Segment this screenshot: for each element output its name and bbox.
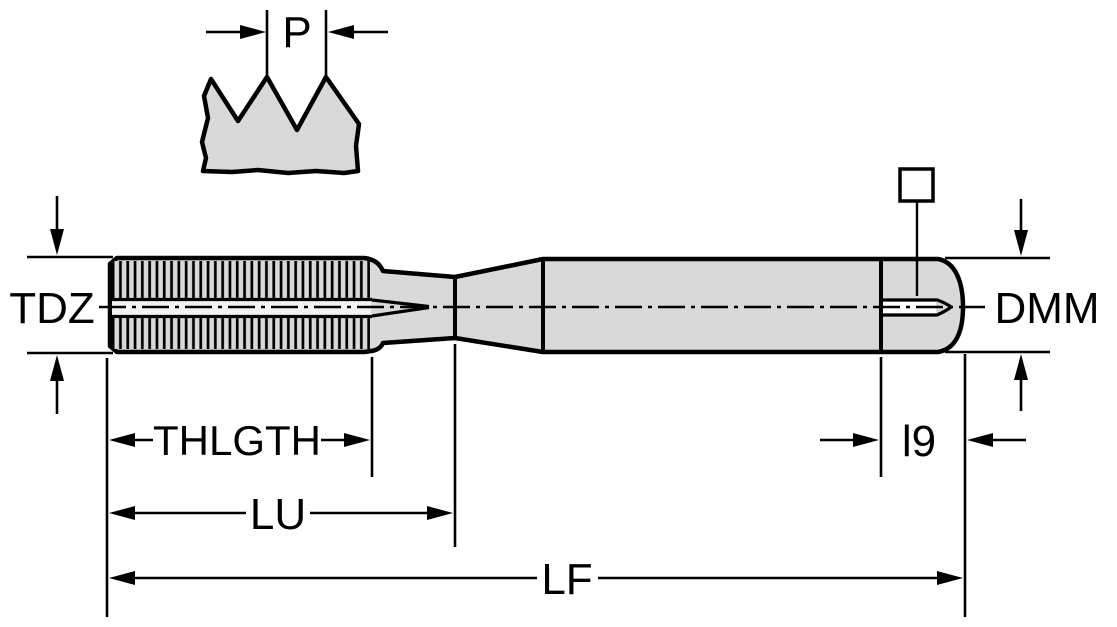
dim-lu: LU: [109, 490, 453, 539]
lf-arrowhead-right: [937, 571, 963, 585]
lf-arrowhead-left: [109, 571, 135, 585]
dim-dmm: DMM: [945, 199, 1100, 411]
tdz-arrowhead-bottom: [50, 355, 64, 381]
lu-label: LU: [250, 490, 306, 539]
square-drive-symbol: [898, 167, 935, 296]
pitch-arrowhead-left: [240, 25, 266, 39]
thread-hatch-upper: [112, 261, 370, 299]
lu-arrowhead-right: [427, 506, 453, 520]
pitch-label: P: [282, 8, 311, 57]
tdz-label: TDZ: [9, 284, 95, 333]
l9-arrowhead-right: [967, 433, 993, 447]
pitch-arrowhead-right: [328, 25, 354, 39]
dim-thlgth: THLGTH: [109, 417, 370, 464]
lf-label: LF: [541, 555, 592, 604]
thread-hatch-lower: [112, 317, 370, 349]
thlgth-arrowhead-left: [109, 433, 135, 447]
dim-l9: l9: [820, 417, 1026, 466]
extension-lines: [105, 344, 967, 617]
flute-runout-tip: [371, 298, 430, 318]
l9-arrowhead-left: [853, 433, 879, 447]
lu-arrowhead-left: [109, 506, 135, 520]
thlgth-label: THLGTH: [153, 417, 321, 464]
dim-tdz: TDZ: [9, 196, 113, 414]
thread-profile-shape: [199, 74, 362, 176]
tap-body: [99, 255, 985, 355]
pitch-detail: P: [199, 8, 388, 176]
square-symbol-icon: [898, 167, 935, 203]
dmm-label: DMM: [994, 284, 1099, 333]
dmm-arrowhead-top: [1014, 230, 1028, 256]
tdz-arrowhead-top: [50, 229, 64, 255]
dmm-arrowhead-bottom: [1014, 354, 1028, 380]
dim-lf: LF: [109, 555, 963, 604]
thlgth-arrowhead-right: [344, 433, 370, 447]
l9-label: l9: [902, 417, 936, 466]
